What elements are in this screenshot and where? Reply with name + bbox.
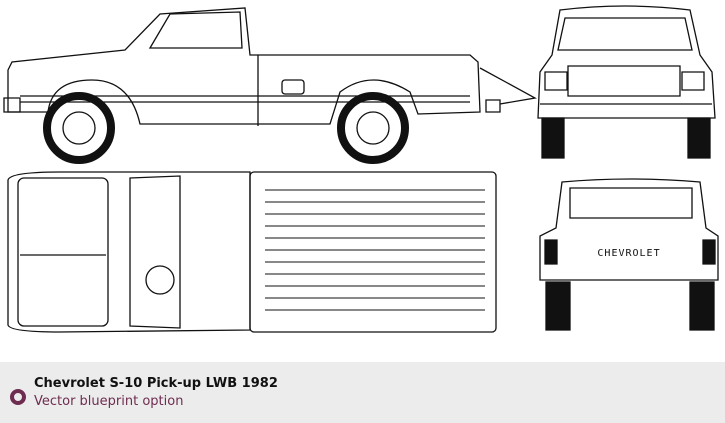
caption-title[interactable]: Chevrolet S-10 Pick-up LWB 1982 xyxy=(34,376,278,391)
caption-subtitle[interactable]: Vector blueprint option xyxy=(34,394,184,409)
truck-blueprint: CHEVROLET xyxy=(0,0,725,362)
front-view xyxy=(538,6,715,158)
top-view xyxy=(8,172,496,332)
rear-badge: CHEVROLET xyxy=(597,248,660,259)
bullet-circle-icon xyxy=(10,389,26,405)
caption-bar: Chevrolet S-10 Pick-up LWB 1982 Vector b… xyxy=(0,362,725,423)
rear-view: CHEVROLET xyxy=(540,179,718,330)
side-view xyxy=(4,8,535,160)
